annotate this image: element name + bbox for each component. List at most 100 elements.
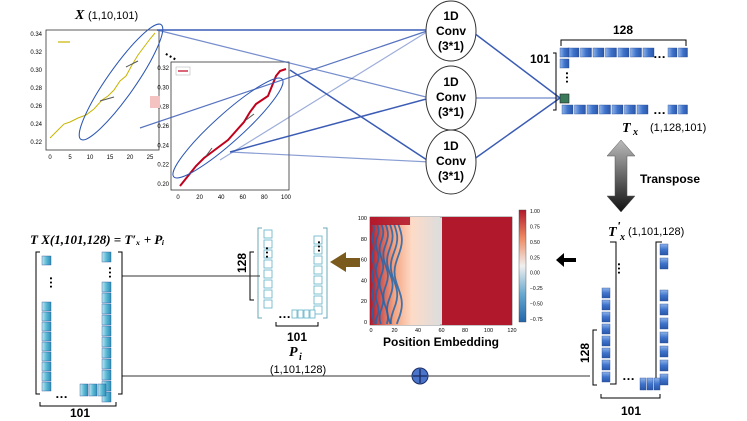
- svg-text:(3*1): (3*1): [438, 39, 464, 53]
- pi-right-column: [313, 235, 323, 315]
- vector-block: [667, 47, 678, 58]
- y-tick-label: 0.24: [30, 122, 42, 128]
- x-tick-label: 25: [147, 155, 154, 161]
- y-tick-label: 0.20: [157, 182, 169, 188]
- tx-left-column: [559, 47, 570, 69]
- pi-bottom-row: [291, 309, 316, 319]
- vector-block: [97, 383, 107, 397]
- colorbar-tick-label: 0.75: [530, 224, 540, 230]
- y-tick-label: 0.32: [157, 66, 169, 72]
- x-tick-label: 100: [281, 195, 292, 201]
- vector-block: [561, 104, 574, 115]
- transpose-arrow: Transpose: [606, 139, 700, 213]
- colorbar-tick-label: 0.25: [530, 255, 540, 261]
- vector-block: [559, 47, 570, 58]
- pi-shape: (1,101,128): [270, 364, 326, 376]
- pe-wave: [374, 223, 380, 325]
- plot-b-kernel-ellipse: [172, 77, 284, 179]
- vector-block: [559, 58, 570, 69]
- vector-block: [101, 358, 112, 370]
- svg-text:x: x: [619, 232, 625, 243]
- tx-shape: (1,128,101): [650, 122, 706, 134]
- vector-block: [41, 371, 52, 382]
- conv-block-1: 1D Conv (3*1): [425, 0, 477, 62]
- vector-block: [599, 104, 611, 115]
- svg-text:′: ′: [618, 221, 621, 232]
- vector-block: [659, 317, 669, 330]
- plot-a-window-b: [125, 60, 139, 68]
- pe-to-pi-arrow: [330, 252, 360, 272]
- vector-block: [667, 104, 678, 115]
- y-tick-label: 0.22: [30, 140, 42, 146]
- svg-text:x: x: [632, 127, 638, 138]
- y-tick-label: 80: [361, 237, 367, 243]
- tx-output-formula: T X(1,101,128) = T′ₓ + Pᵢ: [30, 232, 165, 247]
- vector-block: [101, 251, 112, 263]
- tx-output-matrix: T X(1,101,128) = T′ₓ + Pᵢ … … … 101: [30, 232, 165, 420]
- pe-wave: [371, 223, 375, 325]
- plots-ellipsis: …: [163, 43, 183, 64]
- vector-block: [601, 287, 611, 299]
- vector-block: [101, 281, 112, 293]
- plot-b-window-b: [245, 113, 255, 121]
- vector-block: [101, 369, 112, 381]
- txp-col-ellipsis: …: [615, 262, 630, 275]
- x-tick-label: 10: [87, 155, 94, 161]
- pe-vector-cell: [313, 295, 323, 305]
- svg-text:1D: 1D: [443, 139, 459, 153]
- vector-block: [101, 292, 112, 304]
- pe-vector-cell: [263, 249, 273, 259]
- pi-side-dim: 128: [235, 253, 249, 273]
- vector-block: [642, 47, 655, 58]
- pe-wave: [382, 223, 389, 325]
- vector-block: [41, 351, 52, 362]
- tx-top-ellipsis: …: [653, 46, 666, 61]
- vector-block: [41, 321, 52, 332]
- vector-block: [601, 359, 611, 371]
- tx-bottom-row: [561, 104, 688, 115]
- x-tick-label: 80: [261, 195, 268, 201]
- colorbar-tick-label: 0.00: [530, 271, 540, 277]
- vector-block: [659, 345, 669, 358]
- x-tick-label: 40: [218, 195, 225, 201]
- out-bottom-dim: 101: [70, 406, 90, 420]
- bottom-connections: [122, 275, 590, 377]
- y-tick-label: 0.34: [30, 32, 42, 38]
- add-operator: [411, 367, 429, 385]
- pe-vector-cell: [263, 279, 273, 289]
- vector-block: [41, 311, 52, 322]
- pe-vector-cell: [297, 309, 304, 319]
- pe-vector-cell: [291, 309, 298, 319]
- pi-bottom-dim: 101: [287, 330, 307, 344]
- out-row-ellipsis: …: [55, 386, 68, 401]
- tx-origin-cell: [559, 93, 570, 104]
- x-tick-label: 20: [391, 328, 397, 334]
- plot-b-window-a: [205, 147, 213, 157]
- svg-text:(3*1): (3*1): [438, 169, 464, 183]
- txp-matrix: T ′ x (1,101,128) … … 128 101: [578, 221, 684, 418]
- txp-shape: (1,101,128): [628, 226, 684, 238]
- y-tick-label: 0.26: [157, 124, 169, 130]
- colorbar-tick-label: −0.75: [530, 317, 543, 323]
- pe-vector-cell: [263, 289, 273, 299]
- pi-left-column: [263, 229, 273, 309]
- tx-bottom-ellipsis: …: [653, 102, 666, 117]
- out-left-column: [41, 255, 52, 392]
- y-tick-label: 0.24: [157, 143, 169, 149]
- y-tick-label: 0.30: [157, 85, 169, 91]
- plot-a-kernel-ellipse: [78, 23, 164, 141]
- vector-block: [88, 383, 98, 397]
- pe-wave: [389, 223, 399, 325]
- txp-left-column: [601, 287, 611, 383]
- pe-vector-cell: [303, 309, 310, 319]
- vector-block: [601, 323, 611, 335]
- tx-side-bracket: [553, 52, 557, 111]
- y-tick-label: 40: [361, 278, 367, 284]
- pe-vector-cell: [313, 285, 323, 295]
- pi-row-ellipsis: …: [278, 306, 291, 321]
- vector-block: [678, 104, 688, 115]
- vector-block: [659, 289, 669, 302]
